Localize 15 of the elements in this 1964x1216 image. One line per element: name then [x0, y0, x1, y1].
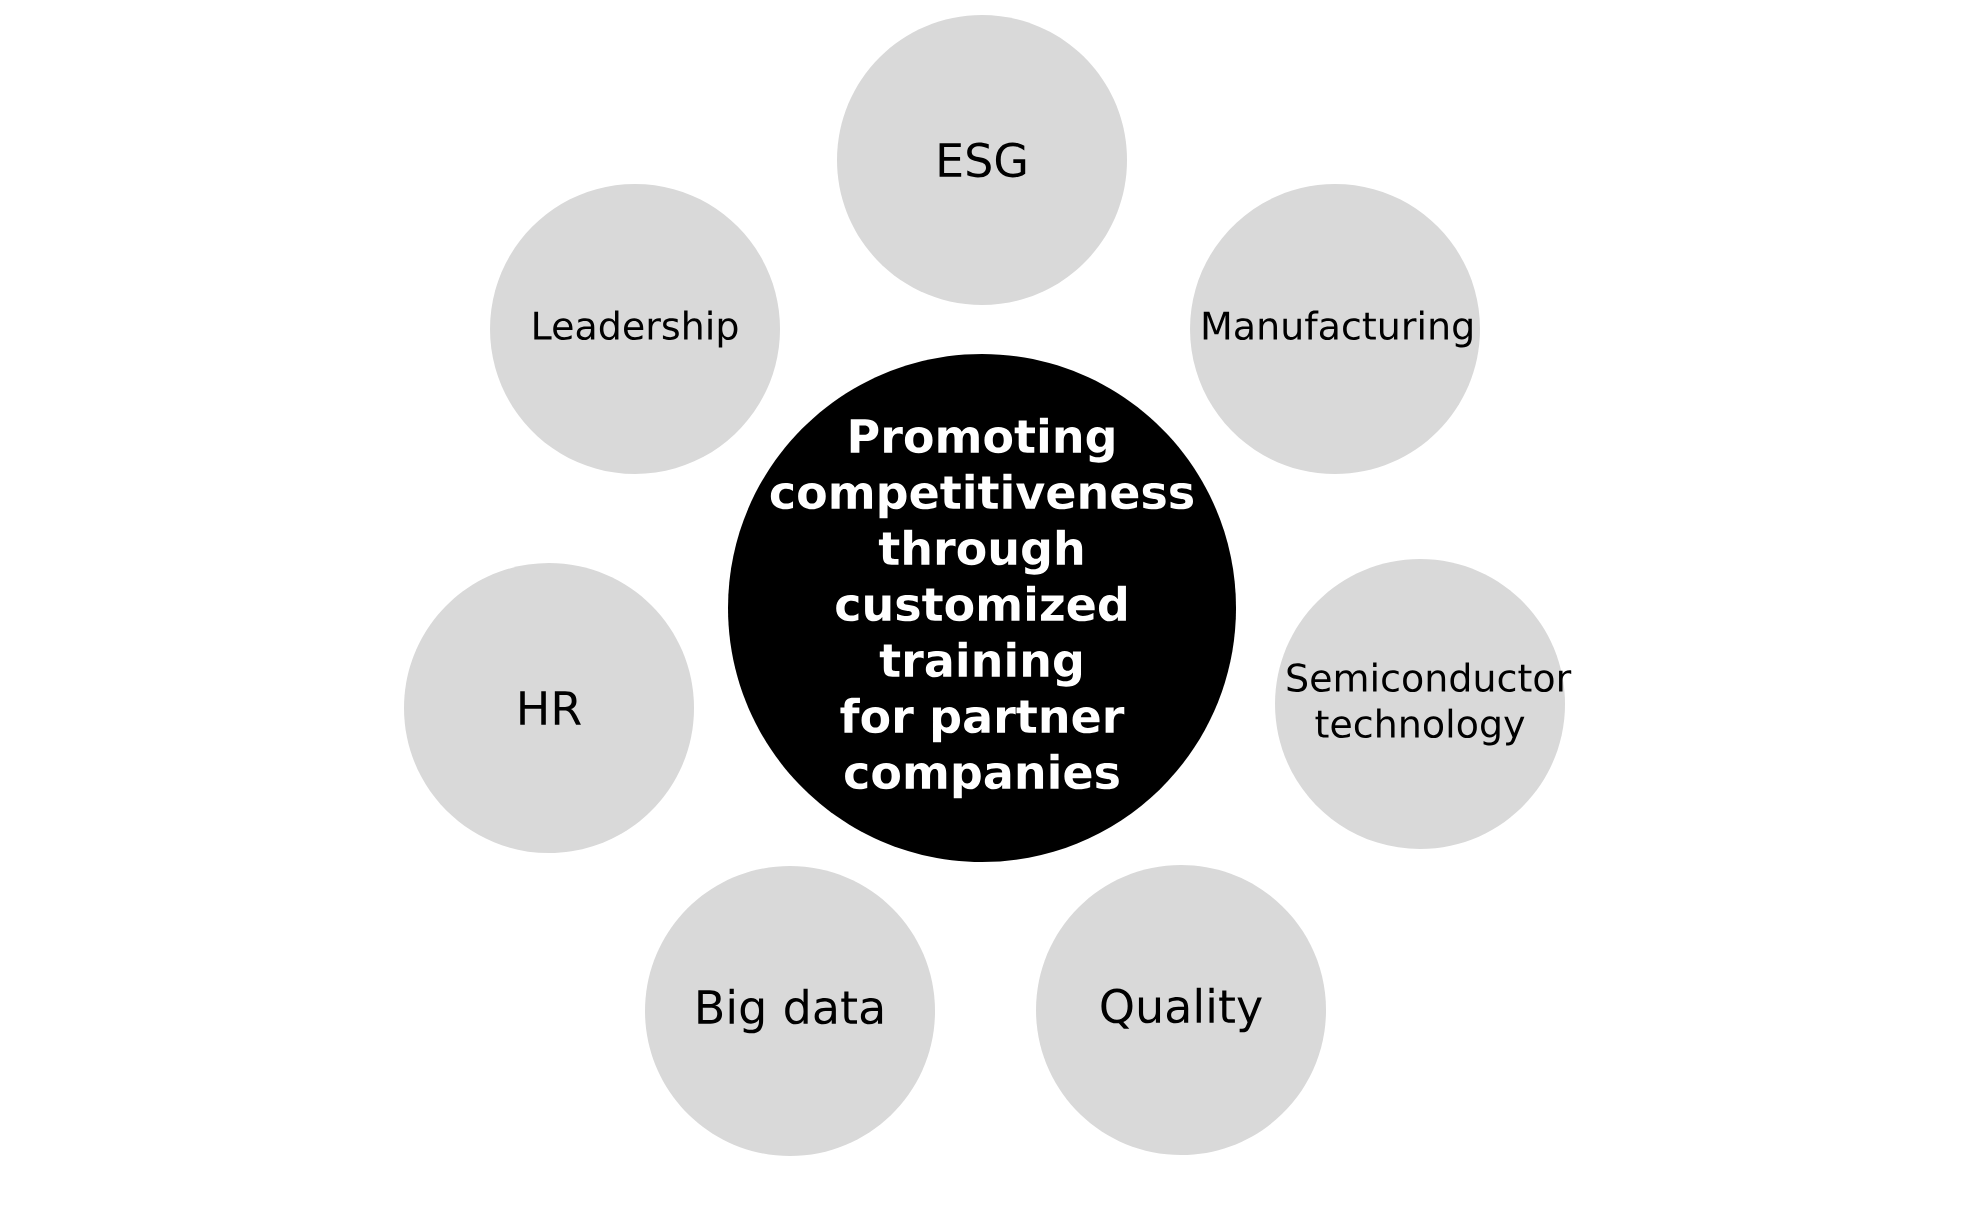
topic-circle [490, 184, 780, 474]
node-label: Big data [698, 988, 883, 1034]
topic-circle [404, 563, 694, 853]
node-label: HR [520, 691, 581, 725]
node-label: Quality [1101, 987, 1262, 1033]
node-label: Semiconductor technology [1287, 662, 1572, 746]
node-label: Promoting competitiveness through customized training for partner companies [770, 417, 1194, 799]
center-circle [728, 354, 1236, 862]
topic-circle [1036, 865, 1326, 1155]
node-label: Leadership [534, 310, 738, 348]
topic-circle [645, 866, 935, 1156]
topic-circle [837, 15, 1127, 305]
node-label: ESG [939, 142, 1026, 178]
node-label: Manufacturing [1203, 310, 1472, 348]
topic-circle [1190, 184, 1480, 474]
